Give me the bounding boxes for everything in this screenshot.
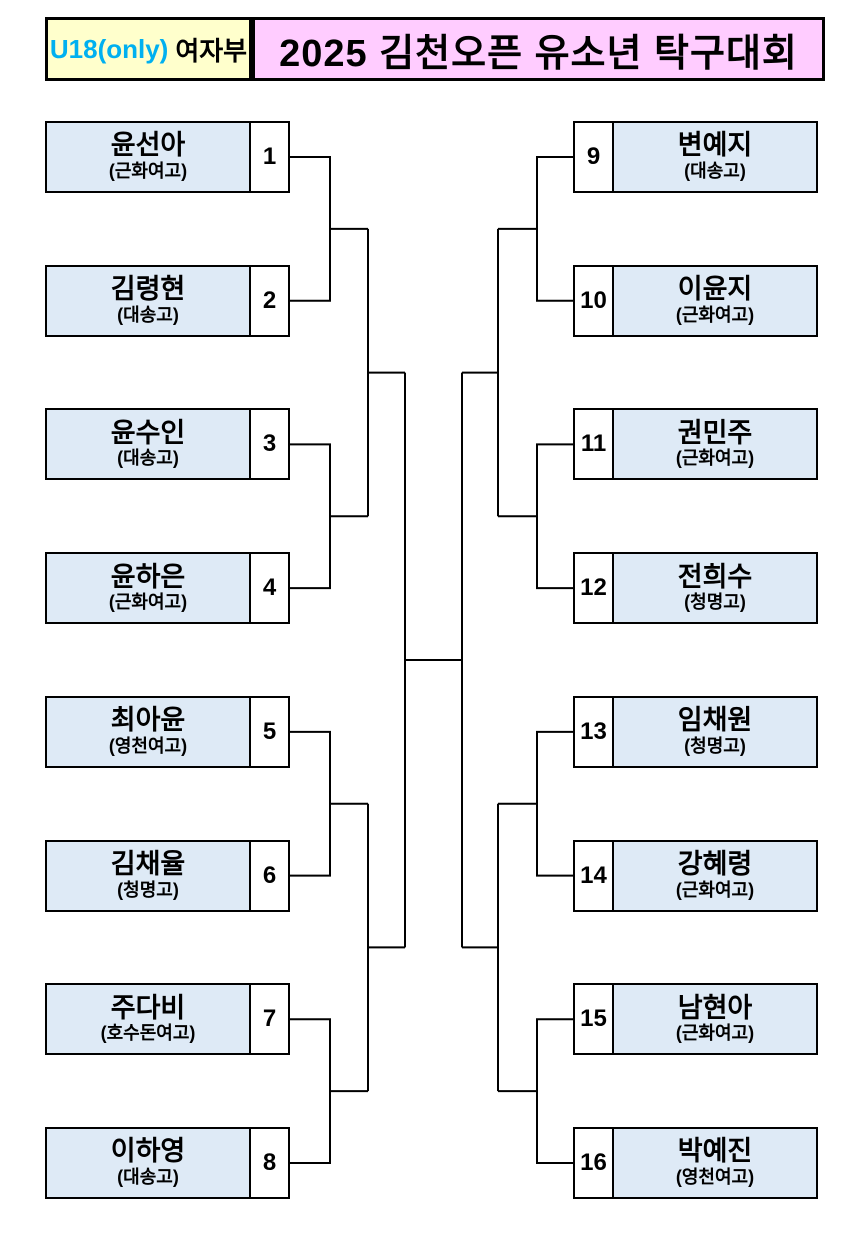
player-name: 변예지 — [677, 130, 753, 161]
player-name: 윤선아 — [110, 130, 186, 161]
seed-number: 9 — [575, 123, 612, 191]
player-box: 김령현 (대송고) 2 — [45, 264, 290, 337]
player-box: 권민주 (근화여고) 11 — [573, 408, 818, 481]
player-box: 윤하은 (근화여고) 4 — [45, 552, 290, 625]
player-name: 김채율 — [110, 848, 186, 879]
player-box: 박예진 (영천여고) 16 — [573, 1126, 818, 1199]
player-name: 윤하은 — [110, 561, 186, 592]
player-school: (청명고) — [684, 592, 746, 613]
player-box: 임채원 (청명고) 13 — [573, 695, 818, 768]
player-box: 남현아 (근화여고) 15 — [573, 983, 818, 1056]
player-school: (영천여고) — [675, 1167, 755, 1188]
player-school: (호수돈여고) — [100, 1023, 196, 1044]
player-name: 최아윤 — [110, 705, 186, 736]
player-name: 권민주 — [677, 417, 753, 448]
player-school: (영천여고) — [108, 735, 188, 756]
player-name-cell: 이하영 (대송고) — [47, 1128, 251, 1197]
player-box: 김채율 (청명고) 6 — [45, 839, 290, 912]
player-box: 이하영 (대송고) 8 — [45, 1126, 290, 1199]
player-school: (근화여고) — [108, 592, 188, 613]
player-name-cell: 남현아 (근화여고) — [612, 985, 816, 1054]
seed-number: 10 — [575, 266, 612, 335]
player-box: 강혜령 (근화여고) 14 — [573, 839, 818, 912]
player-name-cell: 전희수 (청명고) — [612, 554, 816, 623]
player-name: 이윤지 — [677, 274, 753, 305]
division-label: U18(only) — [49, 33, 169, 64]
player-name-cell: 최아윤 (영천여고) — [47, 697, 251, 766]
seed-number: 13 — [575, 697, 612, 766]
player-school: (근화여고) — [675, 304, 755, 325]
player-box: 최아윤 (영천여고) 5 — [45, 695, 290, 768]
seed-number: 16 — [575, 1128, 612, 1197]
seed-number: 1 — [251, 123, 288, 191]
player-school: (청명고) — [117, 879, 179, 900]
player-box: 전희수 (청명고) 12 — [573, 552, 818, 625]
player-name: 이하영 — [110, 1136, 186, 1167]
player-name-cell: 박예진 (영천여고) — [612, 1128, 816, 1197]
seed-number: 12 — [575, 554, 612, 623]
title-box: 2025 김천오픈 유소년 탁구대회 — [252, 17, 825, 81]
seed-number: 14 — [575, 841, 612, 910]
player-name: 남현아 — [677, 992, 753, 1023]
player-school: (대송고) — [684, 161, 746, 182]
seed-number: 3 — [251, 410, 288, 479]
player-name-cell: 윤하은 (근화여고) — [47, 554, 251, 623]
seed-number: 6 — [251, 841, 288, 910]
seed-number: 7 — [251, 985, 288, 1054]
player-school: (대송고) — [117, 1167, 179, 1188]
player-name: 박예진 — [677, 1136, 753, 1167]
seed-number: 5 — [251, 697, 288, 766]
division-suffix: 여자부 — [175, 35, 248, 66]
player-box: 이윤지 (근화여고) 10 — [573, 264, 818, 337]
player-school: (근화여고) — [675, 879, 755, 900]
player-name-cell: 이윤지 (근화여고) — [612, 266, 816, 335]
player-name: 전희수 — [677, 561, 753, 592]
player-name: 윤수인 — [110, 417, 186, 448]
player-name-cell: 김령현 (대송고) — [47, 266, 251, 335]
seed-number: 8 — [251, 1128, 288, 1197]
player-name-cell: 임채원 (청명고) — [612, 697, 816, 766]
player-name-cell: 권민주 (근화여고) — [612, 410, 816, 479]
player-name-cell: 변예지 (대송고) — [612, 123, 816, 191]
player-name-cell: 주다비 (호수돈여고) — [47, 985, 251, 1054]
player-school: (근화여고) — [675, 1023, 755, 1044]
division-box: U18(only) 여자부 — [45, 17, 252, 81]
player-name: 김령현 — [110, 274, 186, 305]
player-school: (근화여고) — [108, 161, 188, 182]
player-name: 강혜령 — [677, 848, 753, 879]
seed-number: 4 — [251, 554, 288, 623]
seed-number: 15 — [575, 985, 612, 1054]
player-school: (청명고) — [684, 735, 746, 756]
player-box: 변예지 (대송고) 9 — [573, 121, 818, 193]
player-name-cell: 강혜령 (근화여고) — [612, 841, 816, 910]
player-box: 주다비 (호수돈여고) 7 — [45, 983, 290, 1056]
player-school: (근화여고) — [675, 448, 755, 469]
player-name-cell: 윤수인 (대송고) — [47, 410, 251, 479]
player-box: 윤수인 (대송고) 3 — [45, 408, 290, 481]
tournament-title: 2025 김천오픈 유소년 탁구대회 — [279, 32, 798, 75]
player-school: (대송고) — [117, 304, 179, 325]
seed-number: 2 — [251, 266, 288, 335]
seed-number: 11 — [575, 410, 612, 479]
player-name-cell: 윤선아 (근화여고) — [47, 123, 251, 191]
player-name: 임채원 — [677, 705, 753, 736]
player-box: 윤선아 (근화여고) 1 — [45, 121, 290, 193]
player-name-cell: 김채율 (청명고) — [47, 841, 251, 910]
player-name: 주다비 — [110, 992, 186, 1023]
player-school: (대송고) — [117, 448, 179, 469]
